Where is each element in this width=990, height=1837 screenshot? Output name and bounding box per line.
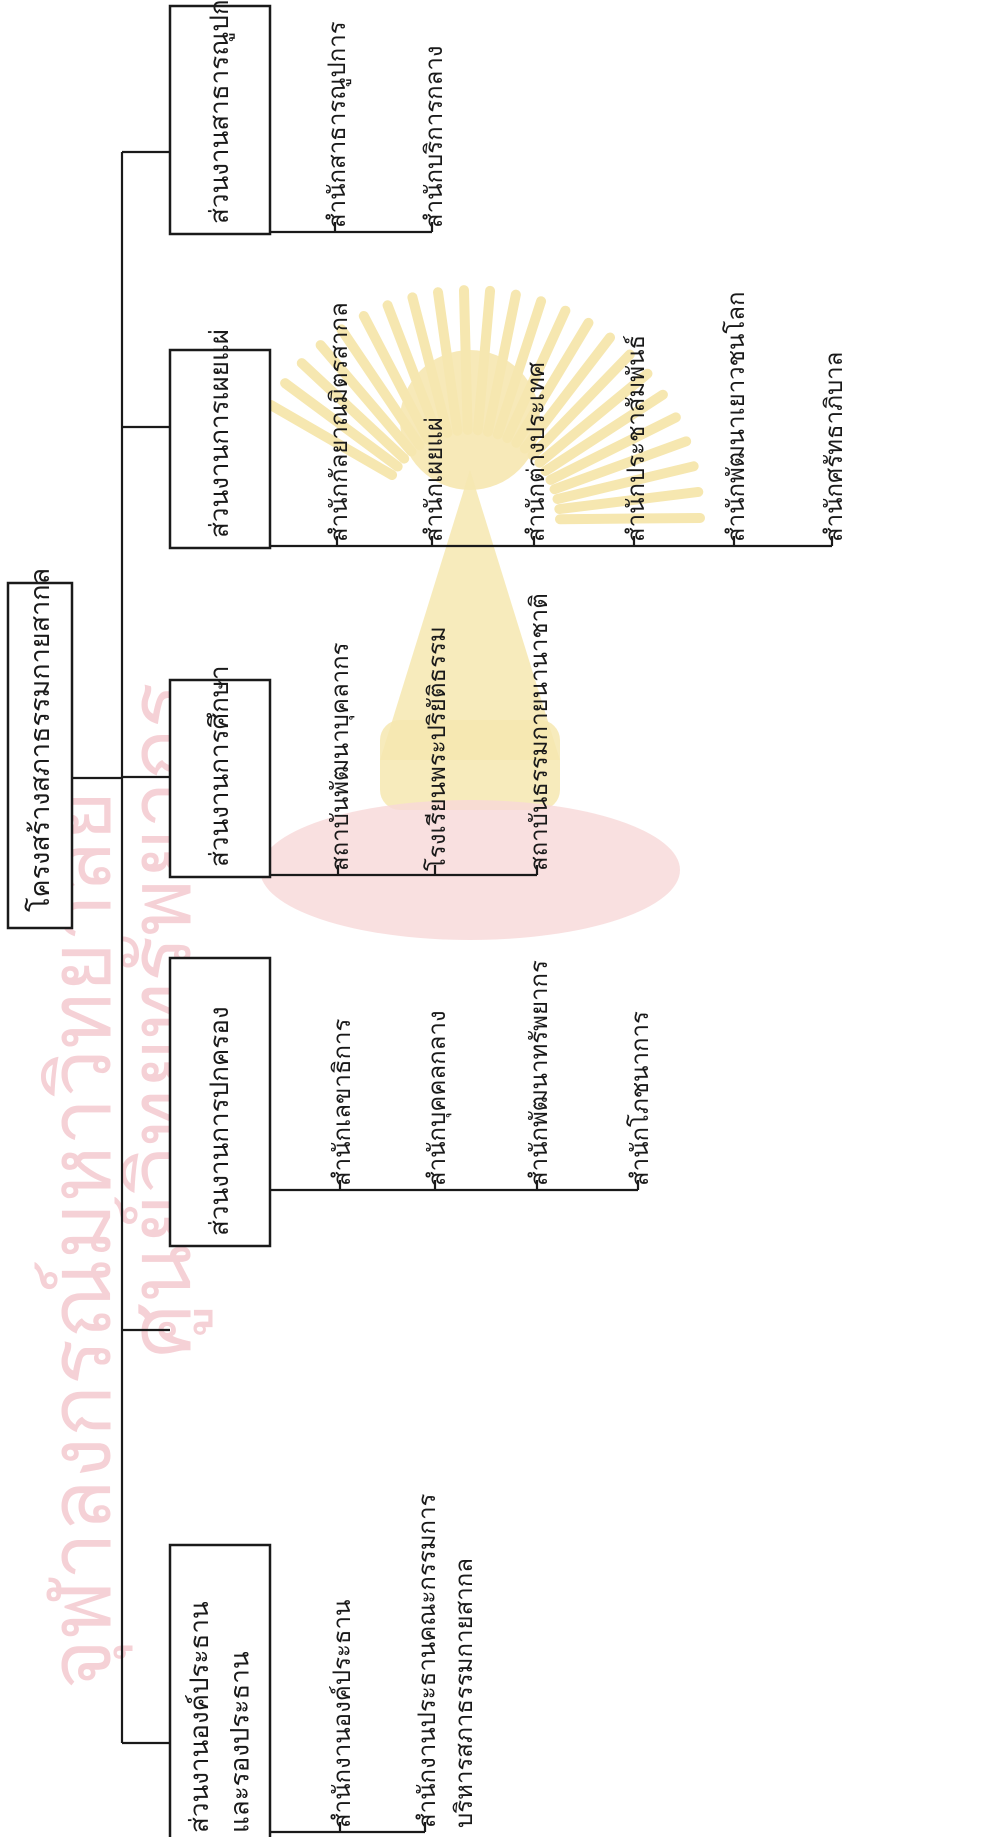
office-label: สถาบันธรรมกายนานาชาติ: [525, 593, 553, 871]
emblem-crown: [380, 470, 560, 760]
title-box: [6, 581, 74, 930]
chart-title: โครงสร้างสภาธรรมกายสากล: [25, 568, 56, 912]
office-label: สำนักศรัทธาภิบาล: [820, 352, 848, 542]
office-label: สำนักเลขาธิการ: [328, 1018, 356, 1186]
office-label: สำนักกัลยาณมิตรสากล: [325, 302, 353, 542]
office-label: สำนักโภชนาการ: [626, 1011, 654, 1186]
emblem-ray: [540, 389, 668, 476]
office-label: สำนักพัฒนาทรัพยากร: [525, 960, 553, 1186]
text-line: สำนักบริการกลาง: [420, 45, 448, 228]
office-label: สำนักงานองค์ประธาน: [328, 1600, 356, 1828]
text-line: สำนักเลขาธิการ: [328, 1018, 356, 1186]
emblem-ray: [265, 400, 398, 480]
division-box: [168, 4, 272, 236]
text-line: และรองประธาน: [225, 1651, 255, 1833]
emblem-ray: [315, 340, 417, 457]
office-label: สำนักประชาสัมพันธ์: [622, 335, 650, 542]
division-box: [168, 348, 272, 550]
watermark-line-2: จุฬาลงกรณ์มหาวิทยาลัย: [31, 791, 133, 1690]
emblem-ray: [549, 436, 692, 495]
emblem-disc: [400, 350, 540, 490]
office-label: สำนักต่างประเทศ: [522, 362, 550, 542]
text-line: สำนักพัฒนาเยาวชนโลก: [722, 292, 750, 543]
emblem-ray: [552, 461, 699, 504]
emblem-cushion: [260, 800, 680, 940]
division-label: ส่วนงานการเผยแผ่: [205, 329, 235, 538]
division-box: [168, 956, 272, 1248]
text-line: ส่วนงานสาธารณูปการ: [205, 0, 235, 224]
emblem-ray: [545, 412, 681, 485]
division-box: [168, 1543, 272, 1837]
text-line: ส่วนงานองค์ประธาน: [185, 1601, 215, 1833]
division-label: ส่วนงานสาธารณูปการ: [205, 0, 235, 224]
emblem-ray: [534, 368, 653, 468]
text-line: ส่วนงานการเผยแผ่: [205, 329, 235, 538]
text-line: ส่วนงานการศึกษา: [205, 665, 235, 867]
division-label: ส่วนงานองค์ประธาน และรองประธาน: [185, 1601, 255, 1833]
division-box: [168, 678, 272, 879]
office-label: สำนักบริการกลาง: [420, 45, 448, 228]
text-line: สำนักงานองค์ประธาน: [328, 1600, 356, 1828]
text-line: สำนักประชาสัมพันธ์: [622, 335, 650, 542]
text-line: สำนักต่างประเทศ: [522, 362, 550, 542]
text-line: สำนักโภชนาการ: [626, 1011, 654, 1186]
emblem-ray: [554, 512, 705, 525]
text-line: สำนักศรัทธาภิบาล: [820, 352, 848, 542]
text-line: สำนักบุคคลกลาง: [423, 1010, 452, 1186]
text-line: สถาบันธรรมกายนานาชาติ: [525, 593, 553, 871]
text-line: สำนักพัฒนาทรัพยากร: [525, 960, 553, 1186]
division-label: ส่วนงานการศึกษา: [205, 665, 235, 867]
emblem-ray: [296, 358, 410, 464]
text-line: บริหารสภาธรรมกายสากล: [450, 1558, 478, 1828]
text-line: สำนักสาธารณูปการ: [323, 21, 352, 228]
office-label: สำนักพัฒนาเยาวชนโลก: [722, 292, 750, 543]
office-label: สำนักบุคคลกลาง: [423, 1010, 452, 1186]
text-line: สถาบันพัฒนาบุคลากร: [326, 642, 355, 871]
office-label: สำนักเผยแผ่: [420, 417, 448, 542]
emblem-base: [380, 720, 560, 810]
emblem-watermark-icon: [260, 285, 705, 940]
text-line: โรงเรียนพระปริยัติธรรม: [423, 626, 451, 871]
text-line: โครงสร้างสภาธรรมกายสากล: [25, 568, 56, 912]
office-label: สำนักสาธารณูปการ: [323, 21, 352, 228]
division-label: ส่วนงานการปกครอง: [205, 1006, 235, 1236]
text-line: สำนักเผยแผ่: [420, 417, 448, 542]
text-line: สำนักงานประธานคณะกรรมการ: [413, 1493, 441, 1828]
office-label: สำนักงานประธานคณะกรรมการ บริหารสภาธรรมกาย…: [413, 1493, 478, 1828]
text-line: สำนักกัลยาณมิตรสากล: [325, 302, 353, 542]
text-line: ส่วนงานการปกครอง: [205, 1006, 235, 1236]
emblem-ray: [280, 378, 403, 472]
emblem-ray: [527, 349, 635, 461]
office-label: โรงเรียนพระปริยัติธรรม: [423, 626, 451, 871]
emblem-ray: [554, 486, 704, 515]
office-label: สถาบันพัฒนาบุคลากร: [326, 642, 355, 871]
